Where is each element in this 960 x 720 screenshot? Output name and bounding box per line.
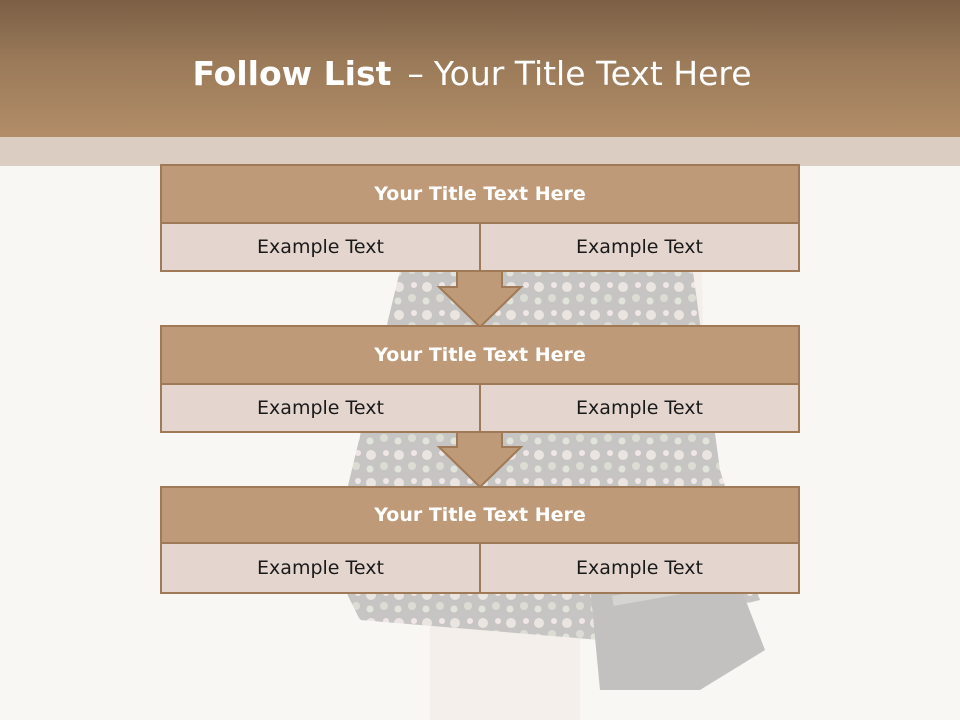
block-row: Example Text Example Text [162, 224, 798, 270]
block-title: Your Title Text Here [162, 327, 798, 385]
block-row: Example Text Example Text [162, 385, 798, 431]
block-row: Example Text Example Text [162, 544, 798, 592]
list-block-1: Your Title Text Here Example Text Exampl… [160, 164, 800, 272]
block-cell-right: Example Text [576, 397, 703, 419]
block-cell-left: Example Text [162, 385, 481, 431]
slide-title: Follow List–Your Title Text Here [0, 54, 944, 93]
block-title: Your Title Text Here [162, 166, 798, 224]
title-banner [0, 0, 960, 137]
slide-title-separator: – [407, 54, 424, 93]
block-cell-right: Example Text [576, 557, 703, 579]
list-block-3: Your Title Text Here Example Text Exampl… [160, 486, 800, 594]
block-cell-left: Example Text [162, 544, 481, 592]
list-block-2: Your Title Text Here Example Text Exampl… [160, 325, 800, 433]
block-title: Your Title Text Here [162, 488, 798, 544]
slide-title-bold: Follow List [192, 54, 392, 93]
block-cell-left: Example Text [162, 224, 481, 270]
slide-title-rest: Your Title Text Here [433, 54, 752, 93]
title-banner-strip [0, 137, 960, 166]
block-cell-right: Example Text [576, 236, 703, 258]
